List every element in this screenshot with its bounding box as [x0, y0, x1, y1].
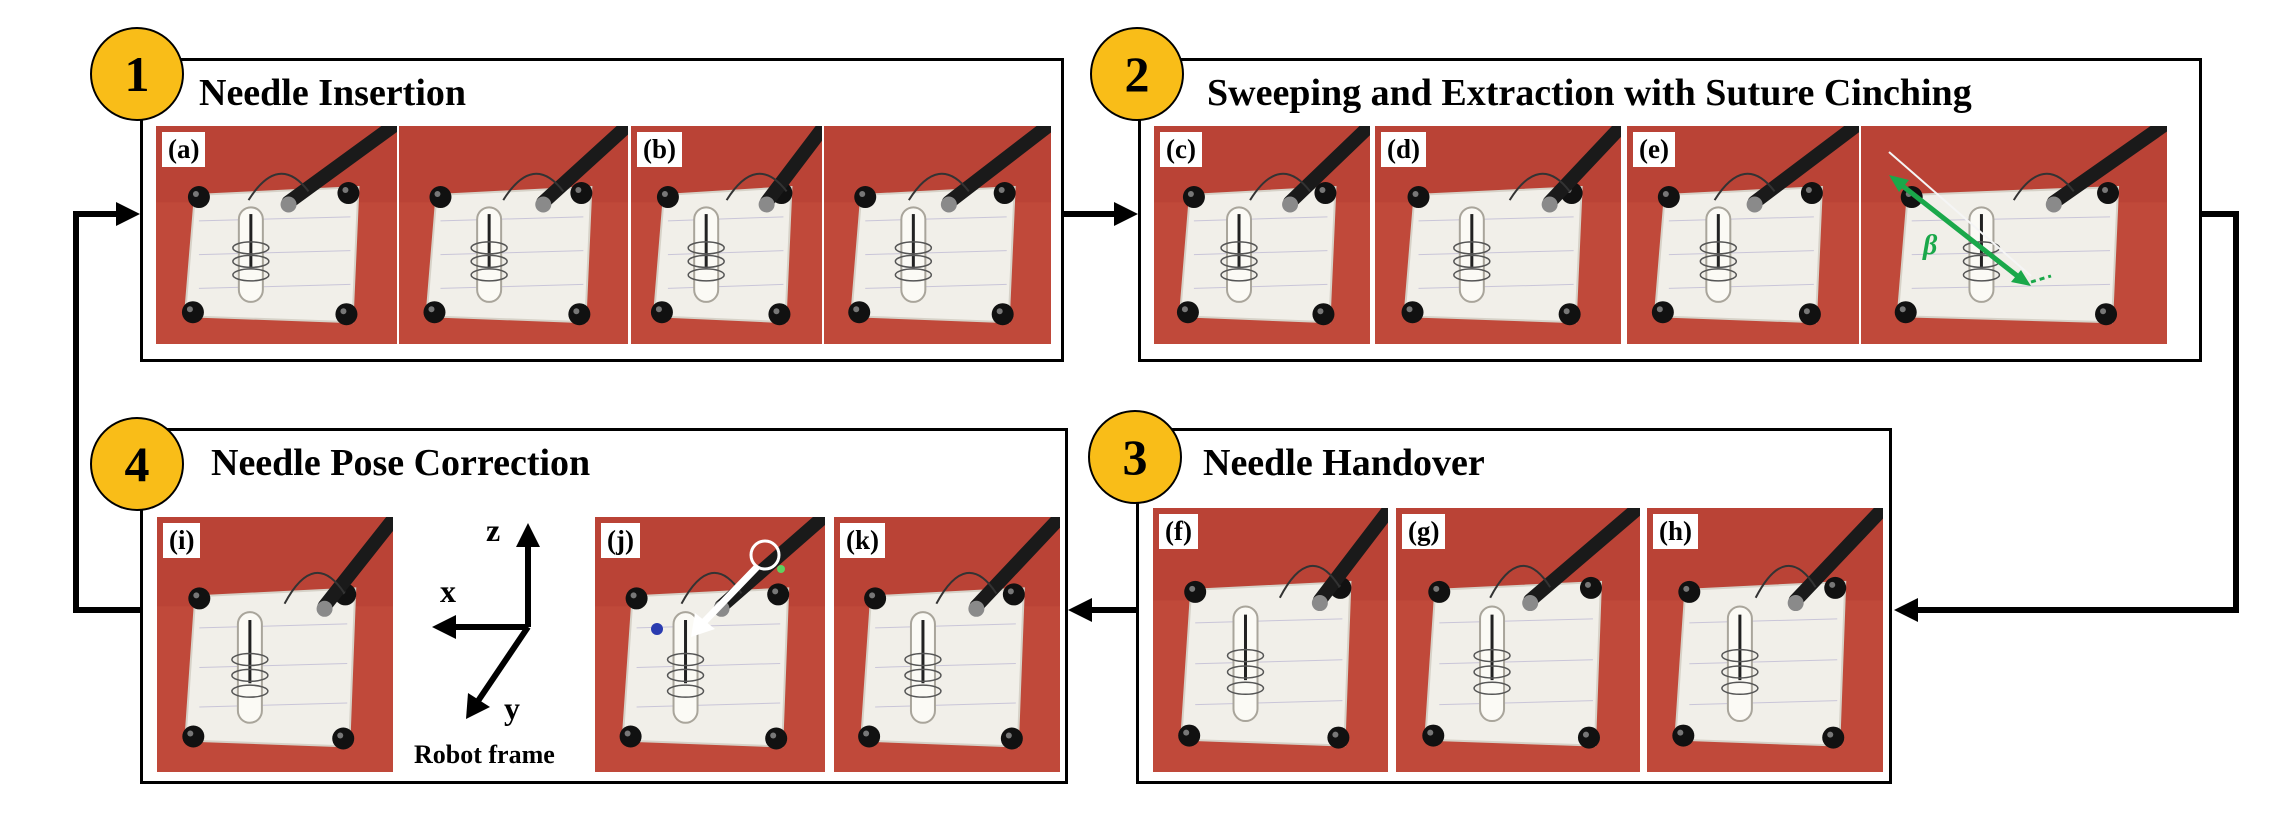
- axis-label-y: y: [504, 690, 520, 726]
- stage-1-badge: 1: [90, 27, 184, 121]
- stage-3-badge: 3: [1088, 410, 1182, 504]
- frame-label-e: (e): [1633, 132, 1675, 167]
- photo-scene: [157, 517, 393, 772]
- photo-scene: [1627, 126, 1859, 344]
- photo-e-1: (e): [1627, 126, 1859, 344]
- frame-label-h: (h): [1653, 514, 1698, 549]
- photo-h: (h): [1647, 508, 1883, 772]
- photo-g: (g): [1396, 508, 1640, 772]
- photo-scene: [1647, 508, 1883, 772]
- stage-4-title: Needle Pose Correction: [211, 442, 591, 484]
- robot-frame-axes: [432, 523, 540, 719]
- robot-frame-caption: Robot frame: [414, 740, 555, 769]
- suture-angle-annotation: β: [1888, 151, 2052, 286]
- photo-a-1: (a): [156, 126, 397, 344]
- photo-i: (i): [157, 517, 393, 772]
- needle-correction-arrow: [651, 539, 785, 637]
- photo-f: (f): [1153, 508, 1388, 772]
- photo-scene: [399, 126, 628, 344]
- photo-scene: [156, 126, 397, 344]
- frame-label-j: (j): [601, 523, 640, 558]
- photo-scene: [1153, 508, 1388, 772]
- frame-label-d: (d): [1381, 132, 1426, 167]
- photo-scene: [1396, 508, 1640, 772]
- photo-c: (c): [1154, 126, 1370, 344]
- frame-label-f: (f): [1159, 514, 1198, 549]
- stage-4-badge: 4: [90, 417, 184, 511]
- photo-scene: [824, 126, 1051, 344]
- photo-scene: [834, 517, 1060, 772]
- photo-b-2: [824, 126, 1051, 344]
- photo-k: (k): [834, 517, 1060, 772]
- frame-label-a: (a): [162, 132, 206, 167]
- frame-label-g: (g): [1402, 514, 1446, 549]
- photo-scene: [595, 517, 825, 772]
- photo-a-2: [399, 126, 628, 344]
- frame-label-c: (c): [1160, 132, 1202, 167]
- photo-b-1: (b): [631, 126, 822, 344]
- angle-beta-symbol: β: [1922, 230, 1938, 261]
- stage-2-title: Sweeping and Extraction with Suture Cinc…: [1207, 72, 1972, 114]
- stage-3-title: Needle Handover: [1203, 442, 1485, 484]
- frame-label-k: (k): [840, 523, 885, 558]
- axis-label-x: x: [440, 573, 456, 609]
- stage-2-badge: 2: [1090, 27, 1184, 121]
- stage-1-title: Needle Insertion: [199, 72, 467, 114]
- photo-d: (d): [1375, 126, 1621, 344]
- photo-j: (j): [595, 517, 825, 772]
- frame-label-i: (i): [163, 523, 201, 558]
- frame-label-b: (b): [637, 132, 682, 167]
- axis-label-z: z: [486, 512, 501, 548]
